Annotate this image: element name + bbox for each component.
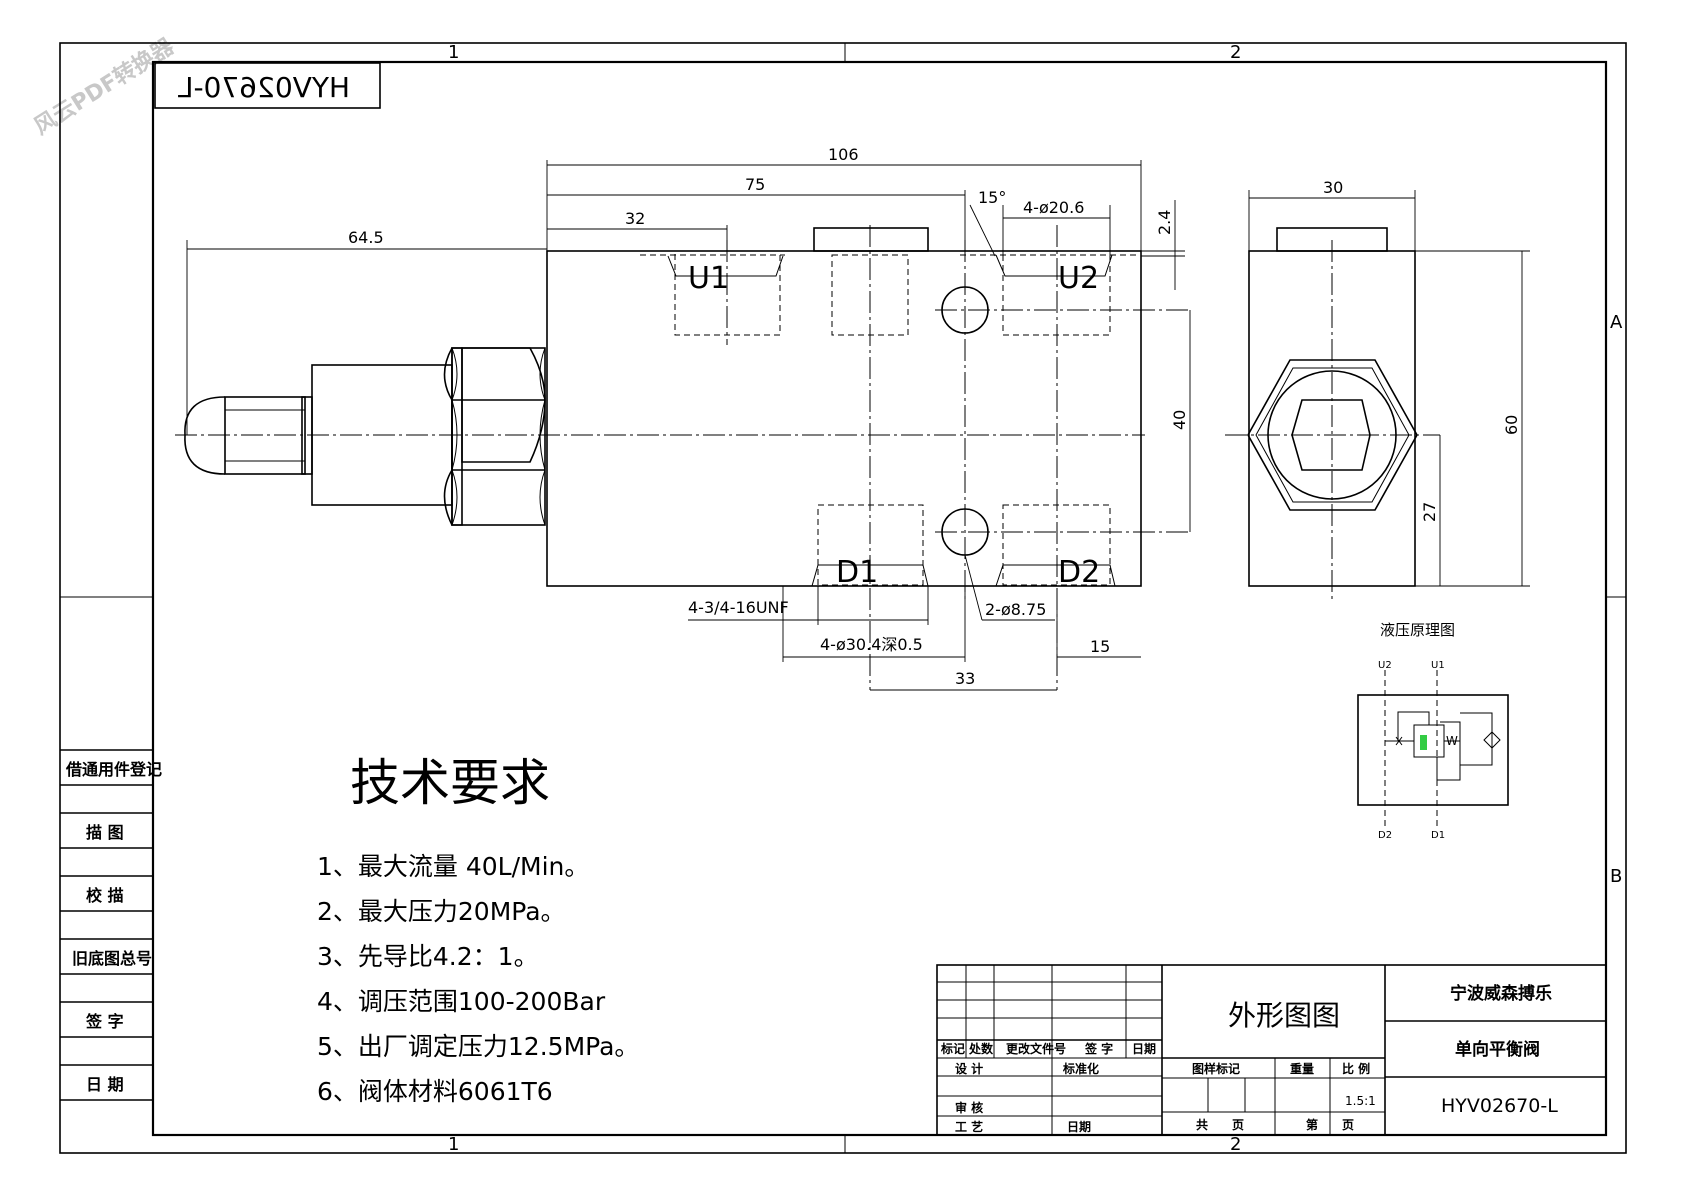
front-view: U1 U2 D1 D2 <box>175 225 1190 690</box>
zone-row-b: B <box>1610 866 1622 887</box>
dim-75: 75 <box>745 175 765 194</box>
dim-32: 32 <box>625 209 645 228</box>
title-block: 标记 处数 更改文件号 签 字 日期 设 计 标准化 审 核 工 艺 日期 外形… <box>936 964 1607 1136</box>
requirement-6: 6、阀体材料6061T6 <box>317 1077 553 1106</box>
dim-60: 60 <box>1502 415 1521 435</box>
side-row-2: 描 图 <box>86 823 124 842</box>
zone-col-2-bottom: 2 <box>1230 1134 1241 1155</box>
tb-design: 设 计 <box>955 1061 983 1076</box>
front-dimensions: 106 75 32 64.5 15° 4-ø20.6 2.4 40 4-3/4-… <box>186 145 1191 691</box>
dim-4-phi30-4: 4-ø30.4深0.5 <box>820 635 923 654</box>
tb-standardization: 标准化 <box>1062 1061 1099 1076</box>
tb-part-number: HYV02670-L <box>1441 1095 1558 1117</box>
tb-scale-label: 比 例 <box>1342 1061 1370 1076</box>
schematic-u2: U2 <box>1378 660 1392 671</box>
dim-15deg: 15° <box>978 188 1006 207</box>
zone-row-a: A <box>1610 312 1623 333</box>
dim-27: 27 <box>1420 502 1439 522</box>
side-row-6: 日 期 <box>86 1075 124 1094</box>
tb-sheet-word: 页 <box>1232 1118 1244 1132</box>
zone-labels: 1 2 1 2 A B <box>448 42 1623 1155</box>
tb-scale: 1.5:1 <box>1345 1094 1376 1108</box>
dim-2-phi8-75: 2-ø8.75 <box>985 600 1046 619</box>
watermark: 风云PDF转换器 <box>29 33 179 140</box>
tb-sheet-word2: 页 <box>1342 1118 1354 1132</box>
tb-process: 工 艺 <box>955 1119 983 1134</box>
requirement-3: 3、先导比4.2：1。 <box>317 942 539 971</box>
tb-drawing-type: 外形图图 <box>1228 999 1340 1032</box>
drawing-frame <box>59 42 1627 1154</box>
port-u1-label: U1 <box>688 261 729 296</box>
tb-total: 共 <box>1196 1117 1208 1132</box>
port-d2-label: D2 <box>1058 555 1100 590</box>
schematic-spring: W <box>1446 734 1458 748</box>
port-d1-label: D1 <box>836 555 878 590</box>
tb-date: 日期 <box>1067 1119 1091 1134</box>
tb-header-count: 处数 <box>968 1041 994 1056</box>
tb-header-sign: 签 字 <box>1084 1041 1113 1056</box>
tb-part-name: 单向平衡阀 <box>1455 1039 1540 1060</box>
zone-col-2-top: 2 <box>1230 42 1241 63</box>
technical-requirements: 技术要求 1、最大流量 40L/Min。 2、最大压力20MPa。 3、先导比4… <box>317 754 639 1106</box>
dim-64-5: 64.5 <box>348 228 384 247</box>
requirement-4: 4、调压范围100-200Bar <box>317 987 606 1016</box>
tb-header-change-doc: 更改文件号 <box>1006 1041 1066 1056</box>
schematic-d2: D2 <box>1378 830 1392 841</box>
tb-weight: 重量 <box>1290 1061 1314 1076</box>
dim-4-unf: 4-3/4-16UNF <box>688 598 789 617</box>
zone-col-1-top: 1 <box>448 42 459 63</box>
requirement-2: 2、最大压力20MPa。 <box>317 897 566 926</box>
side-view: 30 60 27 <box>1225 178 1530 600</box>
side-row-5: 签 字 <box>85 1012 124 1031</box>
dim-30: 30 <box>1323 178 1343 197</box>
schematic-d1: D1 <box>1431 830 1445 841</box>
drawing-number-mirrored: HYV02670-L <box>154 62 381 109</box>
tb-sheet: 第 <box>1306 1117 1318 1132</box>
requirement-5: 5、出厂调定压力12.5MPa。 <box>317 1032 639 1061</box>
requirement-1: 1、最大流量 40L/Min。 <box>317 852 589 881</box>
dim-33: 33 <box>955 669 975 688</box>
tb-drawing-mark: 图样标记 <box>1192 1061 1240 1076</box>
side-row-3: 校 描 <box>86 886 124 905</box>
drawing-number-mirrored-text: HYV02670-L <box>178 71 350 104</box>
side-row-1: 借通用件登记 <box>65 760 162 779</box>
tb-company: 宁波威森搏乐 <box>1450 983 1552 1004</box>
schematic-u1: U1 <box>1431 660 1445 671</box>
tb-review: 审 核 <box>955 1100 983 1115</box>
dim-15: 15 <box>1090 637 1110 656</box>
side-registry-table: 借通用件登记 描 图 校 描 旧底图总号 签 字 日 期 <box>60 749 162 1101</box>
hydraulic-schematic: 液压原理图 U2 U1 D2 D1 W <box>1357 621 1509 841</box>
dim-40: 40 <box>1170 410 1189 430</box>
dim-2-4: 2.4 <box>1155 210 1174 235</box>
schematic-title: 液压原理图 <box>1380 621 1455 639</box>
tb-header-mark: 标记 <box>940 1041 965 1056</box>
tb-header-date: 日期 <box>1132 1041 1156 1056</box>
requirements-title: 技术要求 <box>350 754 550 812</box>
dim-4-phi20-6: 4-ø20.6 <box>1023 198 1084 217</box>
dim-106: 106 <box>828 145 859 164</box>
port-u2-label: U2 <box>1058 261 1099 296</box>
zone-col-1-bottom: 1 <box>448 1134 459 1155</box>
side-row-4: 旧底图总号 <box>72 949 152 968</box>
